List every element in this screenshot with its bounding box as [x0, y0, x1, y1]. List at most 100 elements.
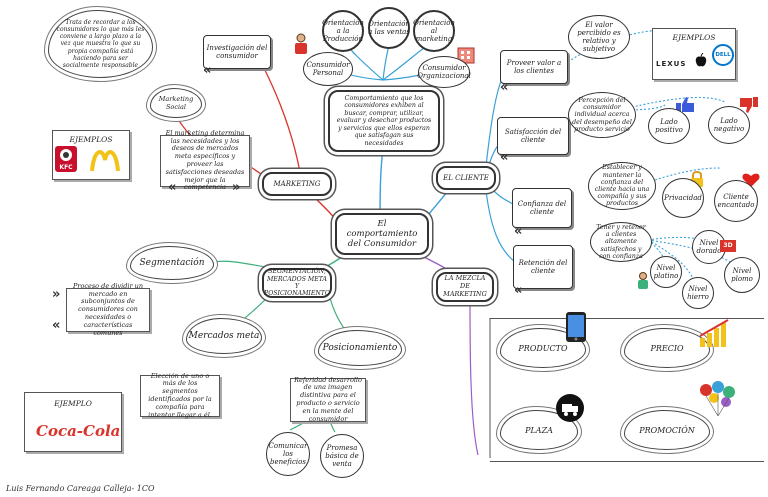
cliente-encantado: Cliente encantado	[714, 180, 758, 222]
chevron-icon: »	[232, 180, 241, 195]
retencion-label: Retención del cliente	[518, 258, 568, 275]
ejemplos-marketing-label: EJEMPLOS	[69, 135, 113, 144]
privacidad: Privacidad	[662, 178, 704, 218]
orientation-ventas: Orientación a las ventas	[368, 7, 410, 49]
orientation-produccion: Orientación a la Producción	[322, 10, 364, 52]
center-title-text: El comportamiento del Consumidor	[346, 218, 418, 250]
segmentacion-cloud-label: Segmentación	[139, 258, 205, 268]
orientation-marketing-label: Orientación al marketing	[413, 18, 455, 44]
nivel-dorado: Nivel dorado	[692, 230, 726, 264]
consumer-organizational: Consumidor Organizacional	[417, 56, 471, 88]
mercados-meta-note-text: Elección de uno o más de los segmentos i…	[148, 371, 212, 419]
plaza-label: PLAZA	[525, 425, 553, 435]
segmentacion-label: SEGMENTACIÓN, MERCADOS META Y POSICIONAM…	[264, 268, 330, 298]
promocion-label: PROMOCIÓN	[639, 425, 695, 435]
investigacion-box: Investigación del consumidor	[203, 35, 271, 69]
author: Luis Fernando Careaga Calleja- 1CO	[6, 484, 155, 493]
privacidad-label: Privacidad	[664, 193, 702, 202]
marketing-frame: MARKETING	[262, 172, 332, 196]
ejemplos-cliente: EJEMPLOS	[652, 28, 736, 80]
nivel-hierro-label: Nivel hierro	[687, 284, 709, 301]
balloons-icon	[696, 380, 740, 418]
lado-positivo-label: Lado positivo	[655, 117, 683, 134]
mezcla-bracket	[490, 318, 764, 462]
orientation-marketing: Orientación al marketing	[413, 10, 455, 52]
segmentacion-frame: SEGMENTACIÓN, MERCADOS META Y POSICIONAM…	[262, 268, 332, 298]
nivel-plomo: Nivel plomo	[724, 257, 760, 293]
satisfaccion-note-text: Percepción del consumidor individual ace…	[572, 96, 632, 133]
orientation-ventas-label: Orientación a las ventas	[368, 19, 410, 36]
thumbs-down-icon	[738, 96, 758, 114]
posicionamiento-note: Referidad desarrollo de una imagen disti…	[290, 375, 366, 423]
nivel-platino: Nivel platino	[650, 256, 682, 288]
thumbs-up-icon	[676, 96, 696, 114]
comunicar-beneficios: Comunicar los beneficios	[266, 432, 310, 476]
consumer-person-icon	[292, 33, 310, 55]
mezcla-label: LA MEZCLA DE MARKETING	[443, 274, 487, 298]
investigacion-label: Investigación del consumidor	[206, 43, 268, 60]
cocacola-logo: Coca-Cola	[36, 422, 121, 440]
proveer-note: El valor percibido es relativo y subjeti…	[568, 15, 630, 59]
satisfaccion-note: Percepción del consumidor individual ace…	[568, 92, 636, 138]
chevron-icon: «	[52, 318, 61, 333]
lado-positivo: Lado positivo	[648, 108, 690, 144]
confianza-label: Confianza del cliente	[517, 199, 567, 216]
posicionamiento-note-text: Referidad desarrollo de una imagen disti…	[294, 375, 362, 423]
segmentacion-note-text: Proceso de dividir un mercado en subconj…	[72, 281, 144, 337]
chevron-icon: «	[168, 180, 177, 195]
lado-negativo-label: Lado negativo	[713, 116, 745, 133]
chevron-icon: «	[500, 150, 509, 165]
promocion-cloud: PROMOCIÓN	[624, 410, 710, 450]
comunicar-label: Comunicar los beneficios	[268, 441, 308, 467]
segmentacion-note: Proceso de dividir un mercado en subconj…	[66, 282, 150, 336]
lexus-logo: LEXUS	[656, 60, 687, 68]
confianza-box: Confianza del cliente	[512, 188, 572, 228]
ejemplo-cocacola: EJEMPLO	[24, 392, 122, 452]
promesa-label: Promesa básica de venta	[325, 443, 359, 469]
social-note-text: Trata de recordar a los consumidores lo …	[56, 18, 145, 69]
producto-label: PRODUCTO	[518, 343, 568, 353]
marketing-social: Marketing Social	[150, 88, 202, 118]
chevron-icon: «	[500, 80, 509, 95]
phone-icon	[566, 312, 586, 342]
definition-frame: Comportamiento que los consumidores exhi…	[328, 90, 440, 152]
svg-text:KFC: KFC	[59, 164, 73, 171]
mcdonalds-logo	[90, 148, 120, 172]
retencion-note: Tener y retener a clientes altamente sat…	[590, 222, 652, 262]
retencion-box: Retención del cliente	[513, 245, 573, 289]
chevron-icon: «	[514, 283, 523, 298]
retencion-note-text: Tener y retener a clientes altamente sat…	[596, 223, 646, 260]
kfc-logo: KFC	[55, 146, 77, 172]
social-note: Trata de recordar a los consumidores lo …	[48, 10, 153, 78]
ejemplo-label: EJEMPLO	[54, 399, 92, 408]
marketing-label: MARKETING	[273, 179, 321, 188]
chevron-icon: «	[514, 224, 523, 239]
satisfaccion-box: Satisfacción del cliente	[497, 117, 569, 155]
consumer-organizational-label: Consumidor Organizacional	[417, 63, 471, 80]
marketing-note-text: El marketing determina las necesidades y…	[165, 128, 245, 192]
cliente-encantado-label: Cliente encantado	[717, 192, 755, 209]
building-icon	[455, 42, 477, 64]
proveer-label: Proveer valor a los clientes	[506, 58, 562, 75]
nivel-plomo-label: Nivel plomo	[731, 266, 753, 283]
promesa-venta: Promesa básica de venta	[320, 434, 364, 478]
segmentacion-cloud: Segmentación	[130, 246, 214, 280]
nivel-hierro: Nivel hierro	[682, 277, 714, 309]
marketing-social-label: Marketing Social	[158, 95, 194, 111]
chevron-icon: «	[203, 63, 212, 78]
precio-label: PRECIO	[650, 343, 684, 353]
consumer-personal: Consumidor Personal	[303, 52, 353, 86]
nivel-dorado-label: Nivel dorado	[696, 238, 722, 255]
precio-cloud: PRECIO	[624, 328, 710, 368]
chevron-icon: »	[52, 287, 61, 302]
mercados-meta-label: Mercados meta	[188, 331, 260, 341]
confianza-note: Establecer y mantener la confianza del c…	[588, 162, 656, 210]
apple-logo	[695, 52, 707, 67]
lado-negativo: Lado negativo	[708, 106, 750, 144]
proveer-box: Proveer valor a los clientes	[500, 50, 568, 84]
mezcla-frame: LA MEZCLA DE MARKETING	[436, 272, 494, 302]
satisfaccion-label: Satisfacción del cliente	[504, 127, 562, 144]
person-icon	[636, 272, 650, 290]
chart-up-icon	[698, 318, 732, 348]
orientation-produccion-label: Orientación a la Producción	[322, 18, 364, 44]
